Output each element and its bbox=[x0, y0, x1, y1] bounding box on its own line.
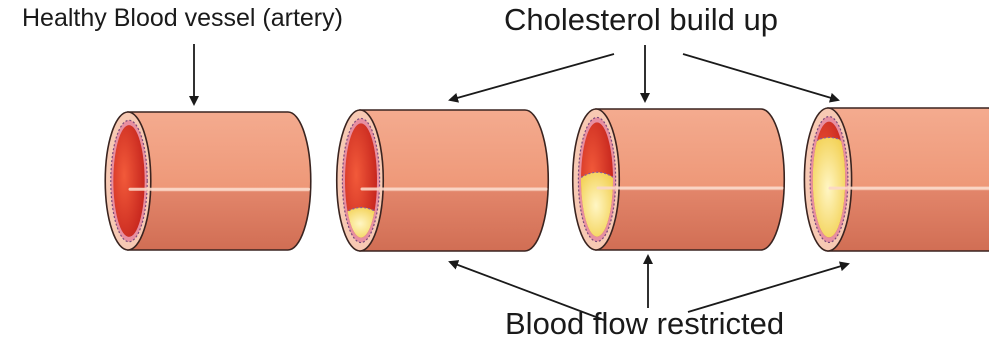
artery-mild-buildup bbox=[337, 110, 549, 251]
vessel-body bbox=[596, 109, 784, 250]
artery-moderate-buildup bbox=[573, 109, 785, 250]
blood-lumen bbox=[113, 125, 144, 237]
arrow-chol-to-vessel-4 bbox=[683, 54, 838, 100]
arrow-flow-to-vessel-4 bbox=[688, 264, 848, 312]
healthy-artery bbox=[105, 112, 311, 250]
cholesterol-buildup-label: Cholesterol build up bbox=[504, 2, 778, 38]
vessel-body bbox=[360, 110, 548, 251]
vessels-layer bbox=[105, 108, 989, 251]
arrow-chol-to-vessel-2 bbox=[450, 54, 614, 100]
blood-flow-restricted-label: Blood flow restricted bbox=[505, 306, 784, 342]
artery-severe-buildup bbox=[804, 108, 989, 251]
vessel-body bbox=[128, 112, 311, 250]
healthy-vessel-label: Healthy Blood vessel (artery) bbox=[22, 4, 343, 33]
